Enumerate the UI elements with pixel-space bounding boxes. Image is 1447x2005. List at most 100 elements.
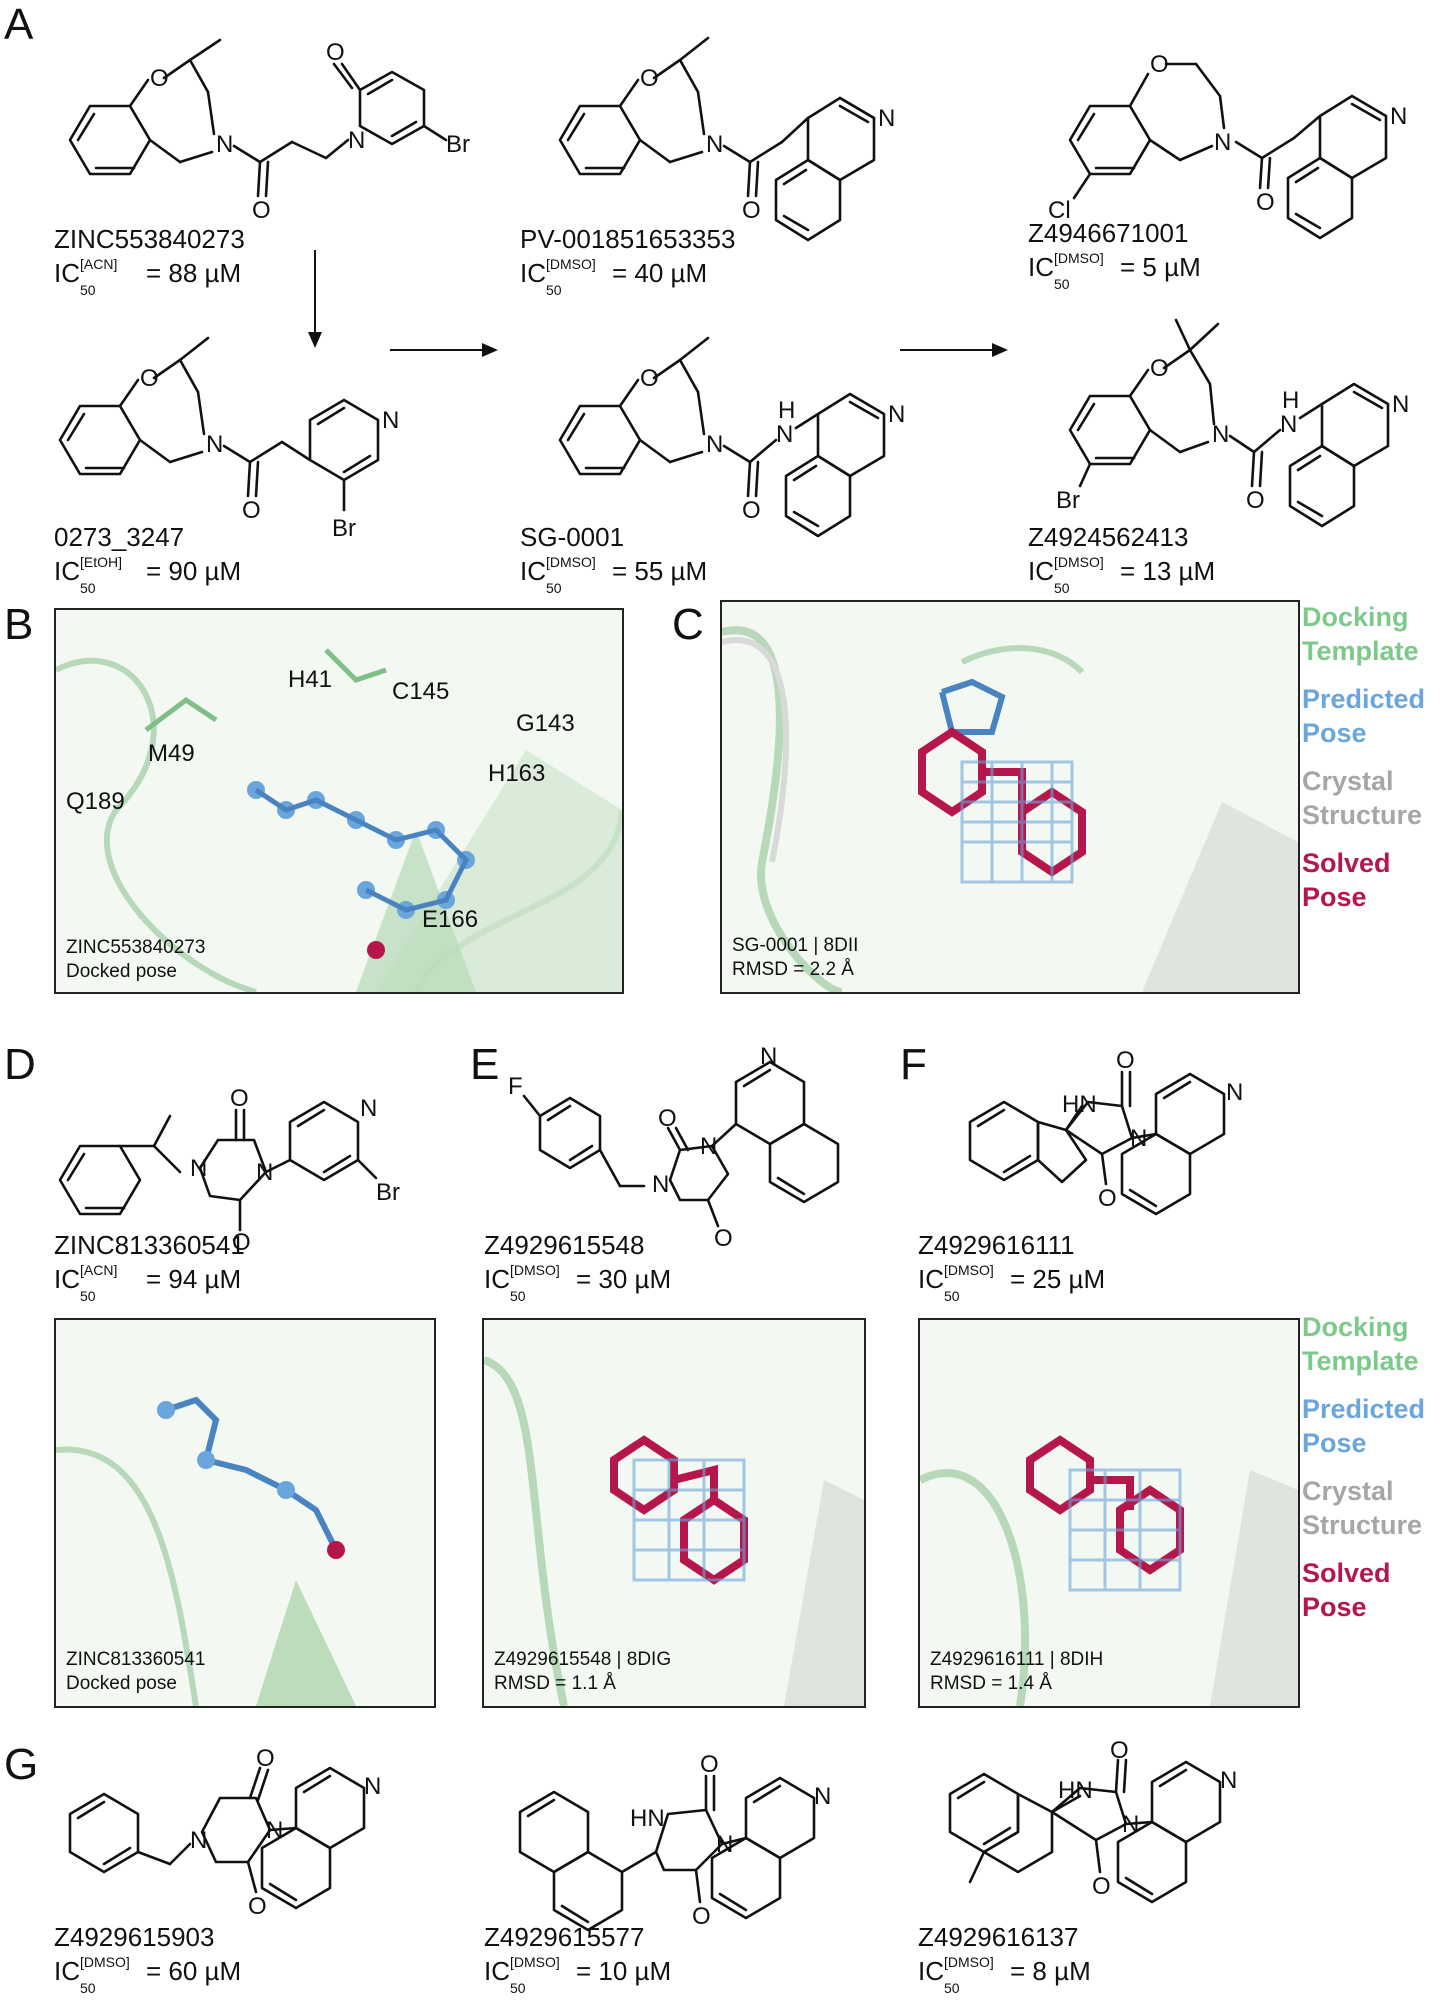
svg-text:O: O: [714, 1225, 733, 1252]
panel-letter-c: C: [672, 600, 704, 649]
svg-text:O: O: [1150, 51, 1169, 78]
svg-text:N: N: [700, 1133, 717, 1160]
protein-render-f: [920, 1320, 1298, 1706]
structure-z4929615577: HN N O O N: [500, 1751, 900, 1937]
compound-label-g2: Z4929615577 IC[DMSO]50= 10 µM: [484, 1922, 672, 1996]
protein-render-d: [56, 1320, 434, 1706]
svg-text:O: O: [242, 497, 261, 524]
protein-render-b: [56, 610, 622, 992]
svg-text:F: F: [508, 1073, 523, 1100]
svg-text:N: N: [888, 401, 905, 428]
structure-z4924562413: O N O N H N Br: [1040, 300, 1440, 555]
docked-pose-image-d: ZINC813360541 Docked pose: [54, 1318, 436, 1708]
svg-text:O: O: [742, 497, 761, 524]
residue-label: M49: [148, 740, 195, 767]
svg-text:N: N: [190, 1155, 207, 1182]
residue-label: Q189: [66, 788, 125, 815]
arrow-right-2: [900, 343, 1008, 357]
svg-text:N: N: [1214, 129, 1231, 156]
compound-label-e: Z4929615548 IC[DMSO]50= 30 µM: [484, 1230, 672, 1304]
compound-label-d: ZINC813360541 IC[ACN]50= 94 µM: [54, 1230, 245, 1304]
svg-text:N: N: [1280, 411, 1297, 438]
svg-text:O: O: [692, 1903, 711, 1930]
residue-label: C145: [392, 678, 450, 705]
structure-z4929615548: F N N O O N: [500, 1043, 920, 1255]
overlay-image-e: Z4929615548 | 8DIG RMSD = 1.1 Å: [482, 1318, 866, 1708]
svg-text:N: N: [348, 127, 365, 154]
image-caption-c: SG-0001 | 8DII RMSD = 2.2 Å: [732, 935, 859, 980]
panel-letter-d: D: [4, 1040, 36, 1089]
svg-text:O: O: [742, 197, 761, 224]
structure-z4929616137: HN N O O N: [930, 1737, 1330, 1937]
compound-label-a6: Z4924562413 IC[DMSO]50= 13 µM: [1028, 522, 1216, 596]
compound-label-a2: PV-001851653353 IC[DMSO]50= 40 µM: [520, 224, 736, 298]
svg-text:N: N: [706, 131, 723, 158]
svg-text:Cl: Cl: [1048, 197, 1071, 224]
svg-text:Br: Br: [376, 1179, 400, 1206]
arrow-down: [308, 250, 322, 348]
svg-text:O: O: [252, 197, 271, 224]
residue-label: H41: [288, 666, 333, 693]
svg-text:O: O: [1246, 487, 1265, 514]
protein-render-e: [484, 1320, 864, 1706]
svg-text:N: N: [1212, 421, 1229, 448]
svg-text:O: O: [658, 1105, 677, 1132]
svg-text:O: O: [1110, 1737, 1129, 1764]
compound-label-a3: Z4946671001 IC[DMSO]50= 5 µM: [1028, 218, 1201, 292]
svg-text:O: O: [256, 1745, 275, 1772]
svg-text:N: N: [1220, 1767, 1237, 1794]
overlay-image-f: Z4929616111 | 8DIH RMSD = 1.4 Å: [918, 1318, 1300, 1708]
svg-text:O: O: [230, 1085, 249, 1112]
svg-text:N: N: [1122, 1811, 1139, 1838]
svg-text:O: O: [640, 65, 659, 92]
structure-sg-0001: O N O N H N: [540, 310, 940, 555]
svg-text:N: N: [814, 1783, 831, 1810]
overlay-image-c: SG-0001 | 8DII RMSD = 2.2 Å: [720, 600, 1300, 994]
residue-label: G143: [516, 710, 575, 737]
svg-text:N: N: [706, 431, 723, 458]
svg-text:Br: Br: [1056, 487, 1080, 514]
compound-label-a1: ZINC553840273 IC[ACN]50= 88 µM: [54, 224, 245, 298]
svg-text:N: N: [1130, 1125, 1147, 1152]
structure-zinc553840273: O N O N O Br: [30, 30, 500, 224]
svg-text:H: H: [778, 397, 795, 424]
svg-text:N: N: [716, 1831, 733, 1858]
compound-label-a5: SG-0001 IC[DMSO]50= 55 µM: [520, 522, 708, 596]
svg-text:N: N: [652, 1171, 669, 1198]
panel-letter-g: G: [4, 1740, 39, 1789]
svg-text:O: O: [248, 1893, 267, 1920]
svg-text:N: N: [190, 1827, 207, 1854]
arrow-right-1: [390, 343, 498, 357]
svg-text:N: N: [364, 1773, 381, 1800]
svg-text:N: N: [216, 131, 233, 158]
svg-text:HN: HN: [1062, 1091, 1097, 1118]
structure-zinc813360541: N N O O N Br: [40, 1050, 440, 1256]
svg-text:O: O: [1092, 1873, 1111, 1900]
svg-text:N: N: [266, 1817, 283, 1844]
compound-label-g3: Z4929616137 IC[DMSO]50= 8 µM: [918, 1922, 1091, 1996]
panel-letter-e: E: [470, 1040, 500, 1089]
structure-0273-3247: O N O N Br: [40, 330, 440, 545]
svg-text:HN: HN: [1058, 1777, 1093, 1804]
docked-pose-image-b: M49 H41 C145 G143 Q189 H163 E166 ZINC553…: [54, 608, 624, 994]
image-caption-d: ZINC813360541 Docked pose: [66, 1649, 206, 1694]
image-caption-e: Z4929615548 | 8DIG RMSD = 1.1 Å: [494, 1649, 672, 1694]
structure-pv-001851653353: O N O N: [540, 30, 940, 245]
svg-text:HN: HN: [630, 1805, 665, 1832]
svg-text:N: N: [360, 1095, 377, 1122]
svg-text:N: N: [206, 431, 223, 458]
compound-label-g1: Z4929615903 IC[DMSO]50= 60 µM: [54, 1922, 242, 1996]
residue-label: E166: [422, 906, 479, 933]
svg-text:Br: Br: [332, 515, 356, 542]
structure-z4929616111: HN N O O N: [950, 1047, 1310, 1255]
svg-text:O: O: [700, 1751, 719, 1778]
svg-text:N: N: [1226, 1079, 1243, 1106]
